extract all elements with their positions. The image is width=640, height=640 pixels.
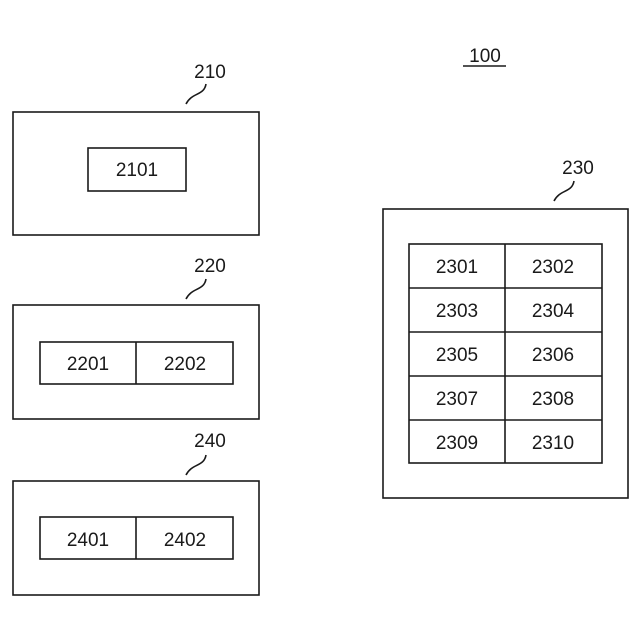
block-210-label: 210 (194, 62, 226, 83)
block-210-leader (186, 84, 206, 104)
cell-2303-label: 2303 (436, 301, 478, 322)
cell-2402-label: 2402 (164, 530, 206, 551)
block-220-label: 220 (194, 256, 226, 277)
cell-2305-label: 2305 (436, 345, 478, 366)
block-230: 230 2301 2302 2303 2304 2305 2306 2307 2… (383, 158, 628, 498)
cell-2307-label: 2307 (436, 389, 478, 410)
figure-reference-label: 100 (469, 46, 501, 67)
cell-2304-label: 2304 (532, 301, 575, 322)
block-220: 220 2201 2202 (13, 256, 259, 419)
cell-2308-label: 2308 (532, 389, 574, 410)
block-240-leader (186, 455, 206, 475)
cell-2401-label: 2401 (67, 530, 109, 551)
block-240: 240 2401 2402 (13, 431, 259, 595)
cell-2306-label: 2306 (532, 345, 574, 366)
cell-2302-label: 2302 (532, 257, 574, 278)
block-230-label: 230 (562, 158, 594, 179)
block-210: 210 2101 (13, 62, 259, 235)
block-230-leader (554, 181, 574, 201)
cell-2301-label: 2301 (436, 257, 478, 278)
figure-reference: 100 (463, 46, 506, 67)
cell-2309-label: 2309 (436, 433, 478, 454)
cell-2202-label: 2202 (164, 354, 206, 375)
cell-2101-label: 2101 (116, 160, 158, 181)
block-220-leader (186, 279, 206, 299)
block-240-label: 240 (194, 431, 226, 452)
cell-2310-label: 2310 (532, 433, 574, 454)
cell-2201-label: 2201 (67, 354, 109, 375)
